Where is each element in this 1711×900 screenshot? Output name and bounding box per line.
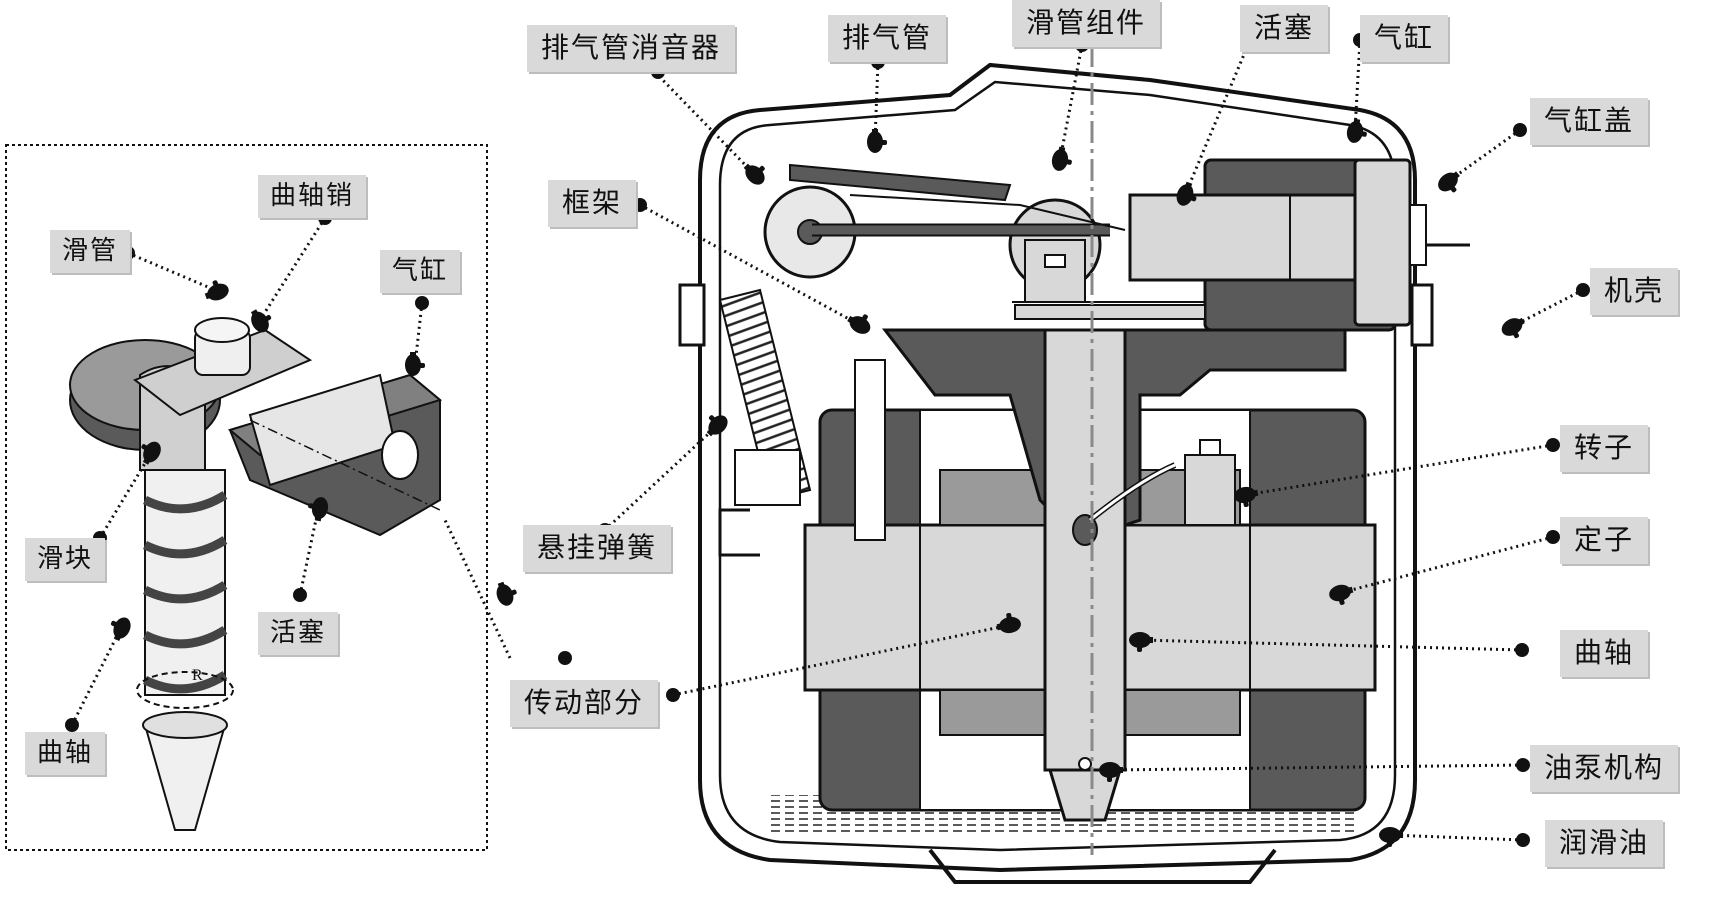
label-suspension-spring: 悬挂弹簧 (523, 525, 672, 572)
label-exhaust-pipe: 排气管 (828, 15, 947, 62)
right-panel (678, 45, 1470, 884)
label-stator: 定子 (1560, 517, 1649, 564)
cylinder-shape (1128, 158, 1427, 332)
label-frame: 框架 (548, 180, 637, 227)
leader-lines (70, 39, 1584, 842)
label-transmission: 传动部分 (510, 680, 659, 727)
frame-left-leg (854, 359, 886, 541)
spring-shape (718, 288, 812, 557)
left-crankshaft-shape (136, 469, 234, 831)
rotation-mark: R (192, 667, 203, 684)
hand-icon (493, 578, 521, 609)
label-cylinder-right: 气缸 (1360, 15, 1449, 62)
label-slider: 滑块 (25, 538, 106, 581)
crankshaft-shape (1043, 328, 1177, 822)
label-cylinder-left: 气缸 (380, 250, 461, 293)
hand-icon (105, 612, 134, 644)
label-rotor: 转子 (1560, 425, 1649, 472)
label-cylinder-head: 气缸盖 (1530, 98, 1649, 145)
hand-icon (405, 352, 425, 376)
left-slider-shape (132, 317, 313, 417)
label-slide-tube-assembly: 滑管组件 (1012, 0, 1161, 47)
label-piston-right: 活塞 (1240, 5, 1329, 52)
slide-tube-shape (1008, 198, 1206, 320)
housing-bottom-rim (928, 848, 1277, 884)
label-exhaust-muffler: 排气管消音器 (527, 25, 736, 72)
hand-icon (246, 304, 276, 336)
label-lubricating-oil: 润滑油 (1545, 820, 1664, 867)
housing-left-ear (678, 283, 706, 347)
hand-icon (201, 276, 232, 304)
label-piston-left: 活塞 (258, 612, 339, 655)
label-housing: 机壳 (1590, 268, 1679, 315)
hand-icon (1498, 313, 1530, 343)
label-crankshaft-left: 曲轴 (25, 732, 106, 775)
left-panel (5, 144, 488, 851)
label-crankshaft-right: 曲轴 (1560, 630, 1649, 677)
label-crank-pin: 曲轴销 (258, 175, 367, 218)
label-slide-tube: 滑管 (50, 230, 131, 273)
left-cylinder-shape (227, 373, 443, 537)
exhaust-shape (763, 163, 1126, 279)
housing-right-ear (1410, 283, 1434, 347)
label-oil-pump: 油泵机构 (1530, 745, 1679, 792)
left-panel-frame (5, 144, 488, 851)
